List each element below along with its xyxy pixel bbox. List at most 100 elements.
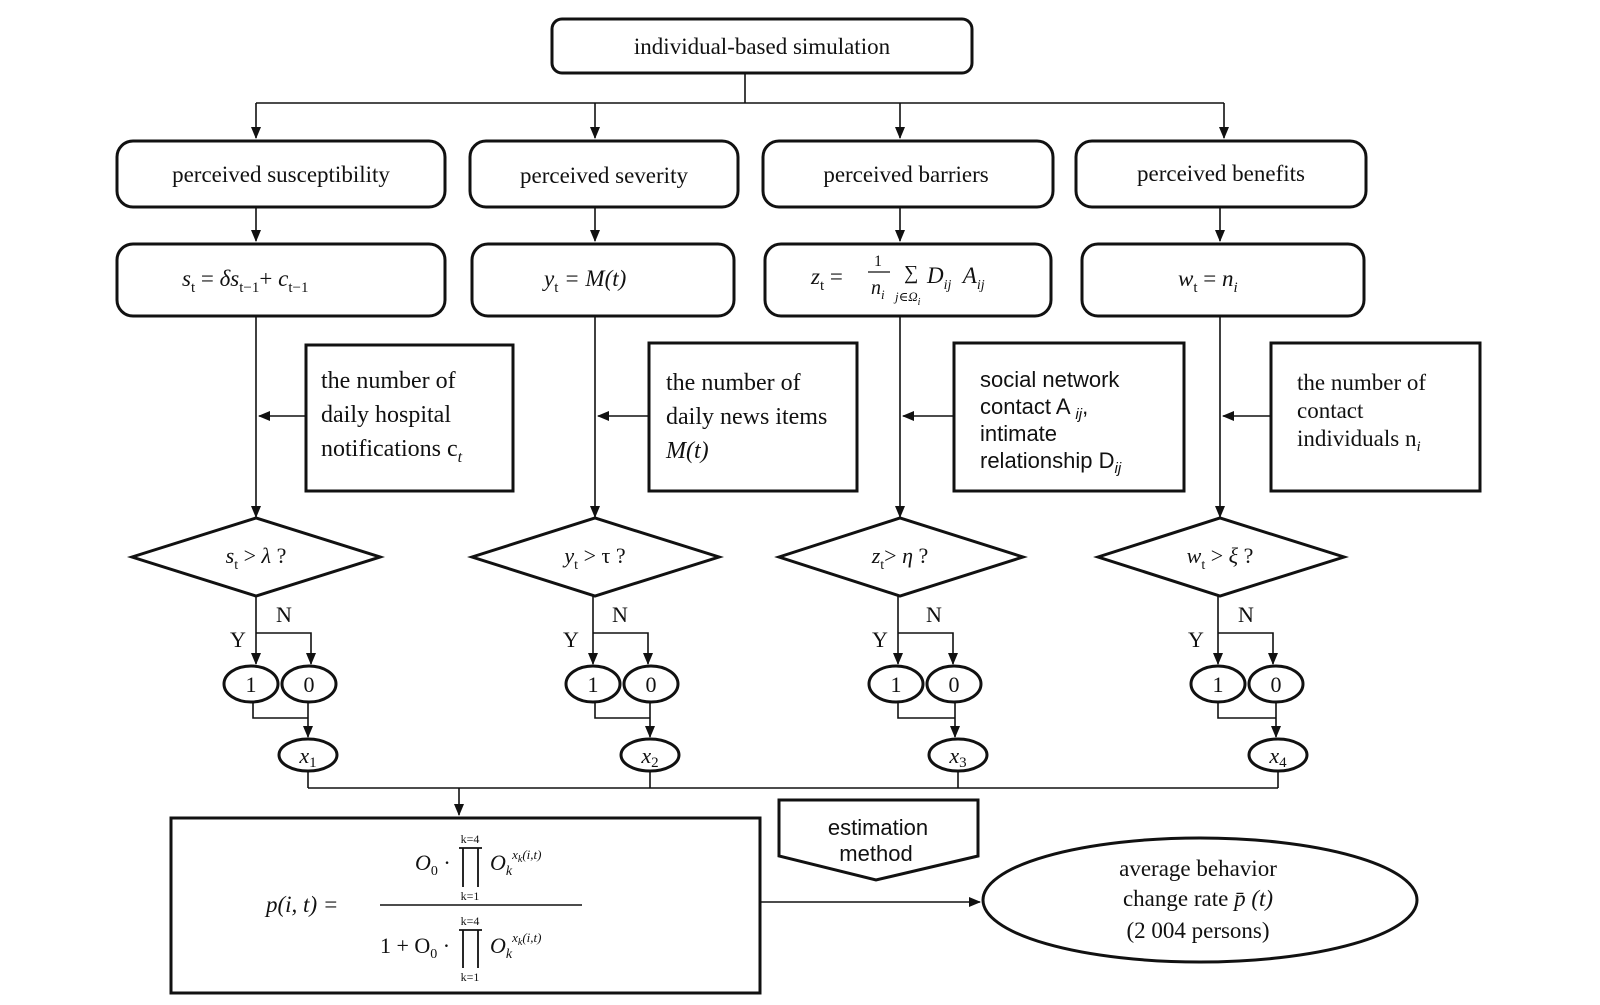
estimation-line: method xyxy=(839,841,912,866)
svg-text:∑: ∑ xyxy=(904,262,918,284)
svg-text:1: 1 xyxy=(1213,672,1224,697)
input-line: M(t) xyxy=(665,438,709,464)
no-label: N xyxy=(276,602,292,627)
formula-box-benefits xyxy=(1080,242,1366,318)
yes-label: Y xyxy=(1188,627,1204,652)
svg-text:x4: x4 xyxy=(1268,743,1287,771)
product-symbol xyxy=(459,847,482,887)
estimation-line: estimation xyxy=(828,815,928,840)
result-line: average behavior xyxy=(1119,856,1277,881)
formula-box-severity xyxy=(470,242,736,318)
factor-label: perceived benefits xyxy=(1137,161,1305,186)
input-line: notifications ct xyxy=(321,436,463,466)
yes-label: Y xyxy=(872,627,888,652)
decision-diamond-severity xyxy=(467,516,724,598)
no-label: N xyxy=(926,602,942,627)
svg-text:Okxk(i,t): Okxk(i,t) xyxy=(490,930,541,962)
decision-text: yt > τ ? xyxy=(562,543,625,573)
input-line: contact A ij, xyxy=(980,394,1088,423)
formula-barriers: zt = 1 ni ∑ j∈Ωi Dij Aij xyxy=(810,253,985,308)
svg-text:0: 0 xyxy=(646,672,657,697)
svg-text:1: 1 xyxy=(588,672,599,697)
svg-text:Dij Aij: Dij Aij xyxy=(926,263,985,293)
input-line: daily news items xyxy=(666,404,827,430)
svg-text:j∈Ωi: j∈Ωi xyxy=(893,289,921,308)
svg-text:x2: x2 xyxy=(640,743,658,771)
column-barriers: perceived barriers zt = 1 ni ∑ j∈Ωi Dij … xyxy=(761,139,1186,773)
top-node-title: individual-based simulation xyxy=(634,34,891,59)
node-one xyxy=(867,664,925,704)
formula-benefits: wt = ni xyxy=(1178,266,1238,296)
factor-box-barriers xyxy=(761,139,1055,209)
input-line: the number of xyxy=(321,368,456,394)
column-susceptibility: perceived susceptibility st = δst−1+ ct−… xyxy=(115,139,515,773)
svg-text:Okxk(i,t): Okxk(i,t) xyxy=(490,847,541,879)
formula-box-barriers xyxy=(763,242,1053,318)
estimation-method-tag: estimation method xyxy=(777,798,980,882)
svg-text:x3: x3 xyxy=(948,743,966,771)
input-box-barriers xyxy=(952,341,1186,493)
top-node: individual-based simulation xyxy=(550,17,974,75)
svg-text:x1: x1 xyxy=(298,743,316,771)
top-connectors xyxy=(251,73,1229,139)
formula-susceptibility: st = δst−1+ ct−1 xyxy=(182,266,309,296)
probability-formula-box: p(i, t) = O0 · k=4 k=1 Okxk(i,t) 1 + O0 … xyxy=(169,816,762,995)
formula-severity: yt = M(t) xyxy=(542,266,626,296)
input-line: daily hospital xyxy=(321,402,451,428)
node-zero xyxy=(622,664,680,704)
result-line: change rate p̄ (t) xyxy=(1123,886,1273,911)
result-line: (2 004 persons) xyxy=(1126,918,1269,943)
factor-box-severity xyxy=(468,139,740,209)
factor-box-benefits xyxy=(1074,139,1368,209)
no-label: N xyxy=(1238,602,1254,627)
svg-text:zt =: zt = xyxy=(810,264,843,294)
decision-diamond-benefits xyxy=(1093,516,1349,598)
input-box-severity xyxy=(647,341,859,493)
input-line: intimate xyxy=(980,421,1057,446)
decision-diamond-barriers xyxy=(774,516,1028,598)
input-line: the number of xyxy=(1297,370,1426,395)
no-label: N xyxy=(612,602,628,627)
input-line: contact xyxy=(1297,398,1364,423)
svg-text:k=1: k=1 xyxy=(461,889,480,903)
node-zero xyxy=(280,664,338,704)
svg-text:k=4: k=4 xyxy=(461,914,480,928)
probability-lhs: p(i, t) = xyxy=(264,892,338,917)
node-one xyxy=(564,664,622,704)
yes-label: Y xyxy=(563,627,579,652)
collector-connectors xyxy=(307,771,1279,816)
input-box-susceptibility xyxy=(304,343,515,493)
node-one xyxy=(222,664,280,704)
svg-text:k=1: k=1 xyxy=(461,970,480,984)
svg-text:1: 1 xyxy=(891,672,902,697)
svg-text:0: 0 xyxy=(1271,672,1282,697)
column-benefits: perceived benefits wt = ni the number of… xyxy=(1074,139,1482,773)
node-zero xyxy=(925,664,983,704)
svg-text:1: 1 xyxy=(246,672,257,697)
svg-text:1 + O0 ·: 1 + O0 · xyxy=(380,933,450,962)
decision-text: zt> η ? xyxy=(871,543,929,573)
svg-text:ni: ni xyxy=(871,277,885,302)
formula-box-susceptibility xyxy=(115,242,447,318)
svg-text:k=4: k=4 xyxy=(461,832,480,846)
input-line: relationship Dij xyxy=(980,448,1122,477)
decision-text: st > λ ? xyxy=(226,543,287,573)
svg-text:0: 0 xyxy=(949,672,960,697)
decision-text: wt > ξ ? xyxy=(1187,543,1254,573)
svg-text:0: 0 xyxy=(304,672,315,697)
svg-text:1: 1 xyxy=(874,253,882,270)
decision-diamond-susceptibility xyxy=(127,516,385,598)
factor-label: perceived severity xyxy=(520,163,688,188)
svg-text:O0 ·: O0 · xyxy=(415,850,451,879)
factor-label: perceived barriers xyxy=(823,162,988,187)
yes-label: Y xyxy=(230,627,246,652)
product-symbol xyxy=(459,929,482,968)
input-box-benefits xyxy=(1269,341,1482,493)
factor-label: perceived susceptibility xyxy=(172,162,390,187)
result-node: average behavior change rate p̄ (t) (2 0… xyxy=(981,836,1419,964)
input-line: social network xyxy=(980,367,1120,392)
input-line: the number of xyxy=(666,370,801,396)
column-severity: perceived severity yt = M(t) the number … xyxy=(467,139,859,773)
